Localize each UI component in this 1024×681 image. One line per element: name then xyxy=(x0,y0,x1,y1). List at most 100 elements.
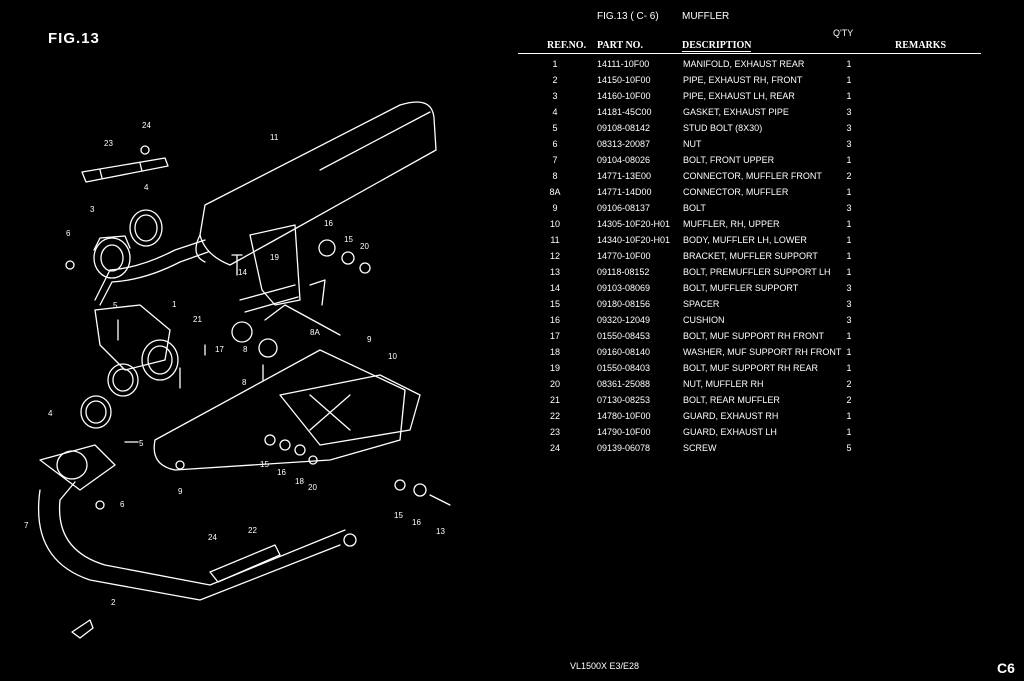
callout-label: 20 xyxy=(308,483,317,492)
callout-label: 21 xyxy=(193,315,202,324)
description-cell: GUARD, EXHAUST RH xyxy=(683,411,779,421)
part-number-cell: 14181-45C00 xyxy=(597,107,652,117)
quantity-cell: 3 xyxy=(846,123,852,133)
callout-label: 11 xyxy=(270,133,279,142)
ref-cell: 24 xyxy=(549,443,560,453)
ref-cell: 23 xyxy=(549,427,560,437)
part-number-cell: 01550-08403 xyxy=(597,363,651,373)
quantity-cell: 5 xyxy=(846,443,852,453)
quantity-cell: 3 xyxy=(846,283,852,293)
ref-cell: 4 xyxy=(552,107,558,117)
part-number-cell: 07130-08253 xyxy=(597,395,651,405)
callout-label: 8 xyxy=(243,345,248,354)
ref-cell: 14 xyxy=(549,283,560,293)
description-cell: BOLT, REAR MUFFLER xyxy=(683,395,780,405)
callout-label: 19 xyxy=(270,253,279,262)
part-number-cell: 14111-10F00 xyxy=(597,59,650,69)
ref-cell: 16 xyxy=(549,315,560,325)
callout-label: 2 xyxy=(111,598,116,607)
muffler-rh-drawing xyxy=(153,304,421,471)
ref-cell: 11 xyxy=(550,235,560,245)
part-number-cell: 09108-08142 xyxy=(597,123,651,133)
description-cell: SPACER xyxy=(683,299,720,309)
quantity-cell: 1 xyxy=(846,91,852,101)
quantity-cell: 3 xyxy=(846,315,852,325)
ref-cell: 22 xyxy=(549,411,560,421)
muffler-body-upper-drawing xyxy=(195,101,437,266)
part-number-cell: 09106-08137 xyxy=(597,203,651,213)
part-number-cell: 14305-10F20-H01 xyxy=(597,219,671,229)
front-arrow-drawing xyxy=(71,619,94,639)
description-cell: PIPE, EXHAUST RH, FRONT xyxy=(683,75,803,85)
description-cell: BRACKET, MUFFLER SUPPORT xyxy=(683,251,818,261)
quantity-cell: 1 xyxy=(846,59,852,69)
part-number-cell: 14771-14D00 xyxy=(597,187,652,197)
description-cell: BOLT, MUF SUPPORT RH REAR xyxy=(683,363,819,373)
callout-label: 15 xyxy=(260,460,269,469)
ref-cell: 19 xyxy=(549,363,560,373)
heat-guard-lh-drawing xyxy=(81,157,169,183)
callout-label: 1 xyxy=(172,300,177,309)
quantity-cell: 1 xyxy=(846,187,852,197)
quantity-cell: 1 xyxy=(846,331,852,341)
description-cell: MUFFLER, RH, UPPER xyxy=(683,219,780,229)
table-row: 19 01550-08403 BOLT, MUF SUPPORT RH REAR 1 xyxy=(540,361,880,377)
quantity-cell: 1 xyxy=(846,75,852,85)
callout-label: 4 xyxy=(144,183,149,192)
description-cell: BOLT xyxy=(683,203,706,213)
col-header-ref: REF.NO. xyxy=(547,40,587,51)
exploded-parts-diagram: 24 23 11 4 3 6 16 15 20 14 19 5 1 21 17 … xyxy=(24,101,451,639)
quantity-cell: 1 xyxy=(846,267,852,277)
part-number-cell: 08313-20087 xyxy=(597,139,651,149)
quantity-cell: 1 xyxy=(846,363,852,373)
ref-cell: 17 xyxy=(549,331,560,341)
description-cell: WASHER, MUF SUPPORT RH FRONT xyxy=(683,347,842,357)
exhaust-pipe-front-drawing xyxy=(37,444,346,601)
callout-label: 13 xyxy=(436,527,445,536)
description-cell: SCREW xyxy=(683,443,717,453)
part-number-cell: 09180-08156 xyxy=(597,299,651,309)
quantity-cell: 1 xyxy=(846,155,852,165)
col-header-part: PART NO. xyxy=(597,40,643,51)
heat-guard-rh-drawing xyxy=(209,544,281,583)
description-cell: GASKET, EXHAUST PIPE xyxy=(683,107,789,117)
ref-cell: 20 xyxy=(549,379,560,389)
callout-label: 4 xyxy=(48,409,53,418)
callout-label: 23 xyxy=(104,139,113,148)
exhaust-pipe-upper-drawing xyxy=(94,239,209,306)
description-cell: CONNECTOR, MUFFLER FRONT xyxy=(683,171,822,181)
description-cell: GUARD, EXHAUST LH xyxy=(683,427,777,437)
quantity-cell: 3 xyxy=(846,107,852,117)
table-row: 4 14181-45C00 GASKET, EXHAUST PIPE 3 xyxy=(540,105,880,121)
quantity-cell: 3 xyxy=(846,299,852,309)
description-cell: NUT, MUFFLER RH xyxy=(683,379,764,389)
page-code: C6 xyxy=(997,660,1015,676)
part-number-cell: 09139-06078 xyxy=(597,443,651,453)
ref-cell: 15 xyxy=(549,299,560,309)
description-cell: NUT xyxy=(683,139,702,149)
figure-reference: FIG.13 ( C- 6) xyxy=(597,11,659,22)
col-header-remarks: REMARKS xyxy=(895,40,947,51)
quantity-cell: 2 xyxy=(846,379,852,389)
ref-cell: 8A xyxy=(549,187,561,197)
callout-label: 9 xyxy=(178,487,183,496)
manifold-rear-drawing xyxy=(94,304,179,381)
quantity-cell: 2 xyxy=(846,171,852,181)
quantity-cell: 1 xyxy=(846,411,852,421)
description-cell: BOLT, MUF SUPPORT RH FRONT xyxy=(683,331,825,341)
connector-pipe-drawing xyxy=(231,284,299,358)
callout-label: 16 xyxy=(277,468,286,477)
part-number-cell: 09104-08026 xyxy=(597,155,651,165)
